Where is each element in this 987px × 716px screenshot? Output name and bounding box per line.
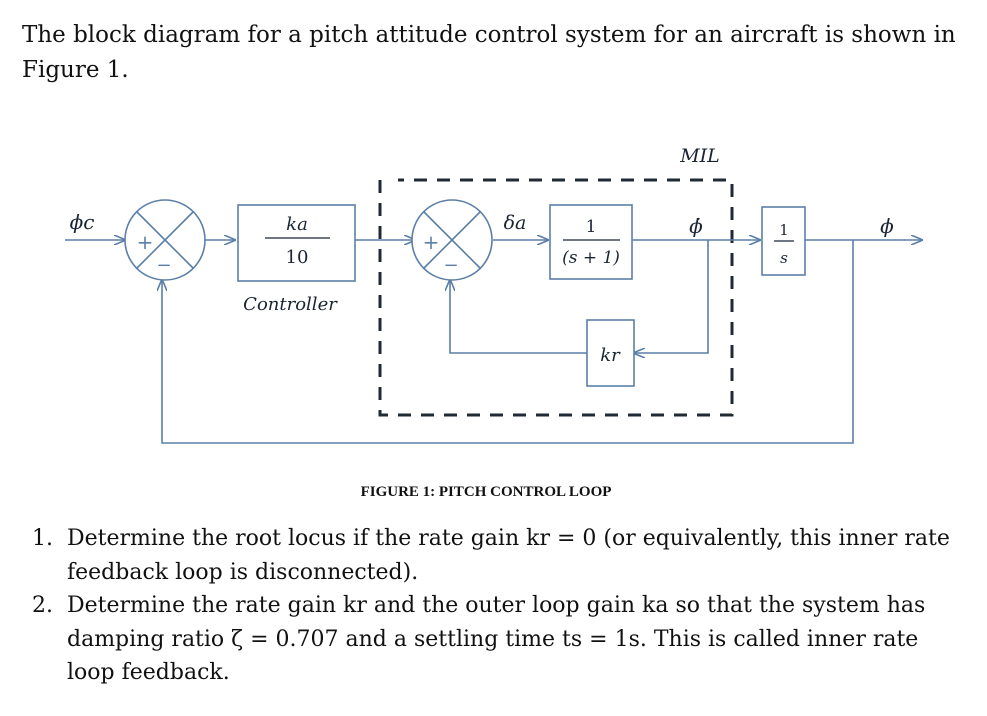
figure-caption: FIGURE 1: PITCH CONTROL LOOP: [360, 484, 612, 500]
figure-caption-line: FIGURE 1: PITCH CONTROL LOOP: [0, 481, 987, 501]
question-text: Determine the rate gain kr and the outer…: [67, 593, 926, 685]
intro-paragraph: The block diagram for a pitch attitude c…: [22, 22, 956, 83]
inner-plus-sign: +: [423, 230, 440, 254]
output-label: ϕ: [880, 214, 894, 238]
delta-label: δa: [504, 212, 527, 234]
outer-feedback-path: [162, 240, 854, 444]
question-list: 1. Determine the root locus if the rate …: [22, 522, 962, 690]
controller-denominator: 10: [286, 247, 309, 268]
question-item: 2. Determine the rate gain kr and the ou…: [22, 589, 962, 690]
outer-minus-sign: −: [156, 255, 171, 276]
question-text: Determine the root locus if the rate gai…: [67, 526, 950, 585]
integrator-numerator: 1: [779, 221, 789, 239]
controller-numerator: ka: [286, 214, 308, 235]
rate-label: ϕ̇: [689, 214, 703, 238]
outer-summing-junction: [124, 199, 206, 281]
rate-gain-label: kr: [600, 345, 621, 366]
controller-label: Controller: [243, 294, 338, 315]
question-number: 1.: [32, 526, 53, 551]
rate-feedback-to-gain: [634, 240, 709, 353]
moment-label: MIL: [679, 145, 720, 167]
inner-loop-boundary: [378, 178, 734, 417]
question-number: 2.: [32, 593, 53, 618]
plant-numerator: 1: [586, 217, 597, 237]
plant-block: [549, 204, 633, 280]
outer-plus-sign: +: [137, 230, 154, 254]
rate-feedback-to-sum: [450, 280, 587, 354]
inner-summing-junction: [411, 199, 493, 281]
plant-denominator: (s + 1): [562, 248, 620, 268]
integrator-denominator: s: [780, 249, 788, 267]
question-item: 1. Determine the root locus if the rate …: [22, 522, 962, 589]
input-label: ϕc: [70, 210, 95, 234]
pitch-control-block-diagram: + − + − ka 10 Controller 1 (s + 1) 1 s k…: [65, 145, 940, 444]
inner-minus-sign: −: [443, 255, 458, 276]
controller-block: [237, 204, 356, 282]
rate-gain-block: [586, 319, 635, 387]
